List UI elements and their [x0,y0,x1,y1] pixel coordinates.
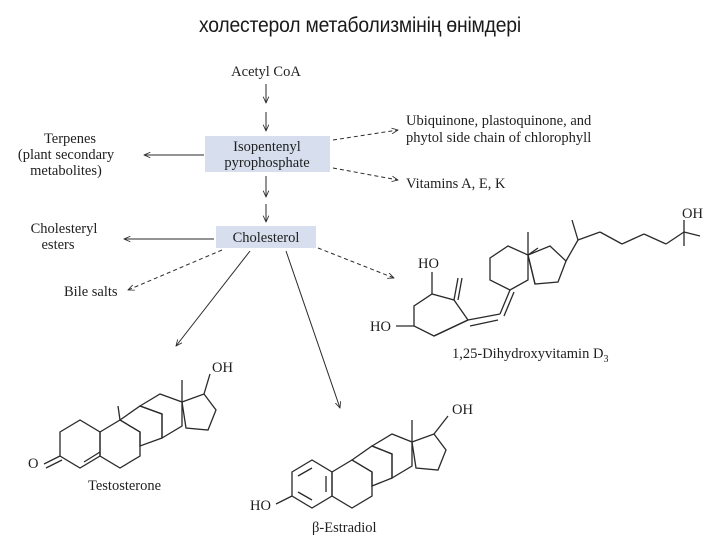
arrow-cholesterol-to-bile-salts [128,249,223,290]
ubiquinone-label-line2: phytol side chain of chlorophyll [406,130,591,146]
arrow-ipp-to-vitamins [332,167,398,180]
arrow-ipp-to-ubiquinone [332,130,398,141]
ubiquinone-label-line1: Ubiquinone, plastoquinone, and [406,113,592,129]
estradiol-structure [275,415,449,509]
vitd-label-main: 1,25-Dihydroxyvitamin D [452,346,603,362]
arrow-cholesterol-to-estradiol [285,250,340,408]
cholesteryl-esters-label-line1: Cholesteryl [31,221,98,237]
terpenes-label-line1: Terpenes [44,131,96,147]
estradiol-ho: HO [250,498,271,514]
testosterone-structure [43,373,217,469]
ipp-label-line2: pyrophosphate [224,155,309,171]
page-title: холестерол метаболизмінің өнімдері [199,14,521,37]
estradiol-label: β-Estradiol [312,520,377,536]
testosterone-oh: OH [212,360,233,376]
terpenes-label-line2: (plant secondary [18,147,115,163]
vitd-label-subscript: 3 [603,354,608,365]
testosterone-o: O [28,456,38,472]
acetyl-coa-label: Acetyl CoA [231,64,301,80]
vitamin-d3-structure [396,219,701,337]
vitd-ho-top: HO [418,256,439,272]
ipp-label-line1: Isopentenyl [233,139,301,155]
vitd-oh-top-right: OH [682,206,703,222]
bile-salts-label: Bile salts [64,284,118,300]
cholesteryl-esters-label-line2: esters [41,237,74,253]
cholesterol-label: Cholesterol [233,230,300,246]
vitamins-label: Vitamins A, E, K [406,176,506,192]
testosterone-label: Testosterone [88,478,161,494]
arrow-cholesterol-to-vitd [317,247,394,278]
arrow-cholesterol-to-testosterone [176,250,251,346]
ipp-box [205,136,330,172]
estradiol-oh: OH [452,402,473,418]
terpenes-label-line3: metabolites) [30,163,102,179]
vitd-ho-left: HO [370,319,391,335]
cholesterol-box [216,226,316,248]
vitd-label: 1,25-Dihydroxyvitamin D3 [452,346,608,365]
